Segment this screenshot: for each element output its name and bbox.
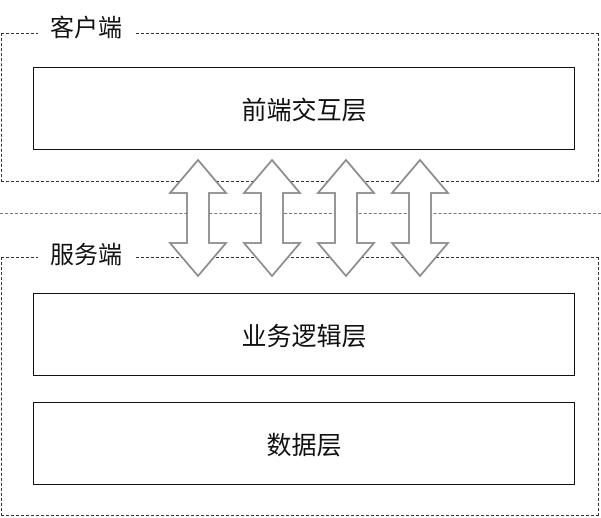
double-arrow-icon [242,158,302,278]
data-layer[interactable]: 数据层 [33,402,575,485]
data-layer-label: 数据层 [266,430,342,460]
business-logic-layer-label: 业务逻辑层 [241,321,367,351]
double-arrow-icon [168,158,228,278]
frontend-interaction-layer[interactable]: 前端交互层 [33,67,575,150]
double-arrow-icon [316,158,376,278]
server-group-label: 服务端 [38,240,134,270]
client-server-separator [0,213,601,214]
server-group [1,257,599,516]
frontend-interaction-layer-label: 前端交互层 [241,95,367,125]
client-group [1,33,599,182]
double-arrow-icon [390,158,450,278]
client-group-label: 客户端 [38,13,134,43]
business-logic-layer[interactable]: 业务逻辑层 [33,293,575,376]
